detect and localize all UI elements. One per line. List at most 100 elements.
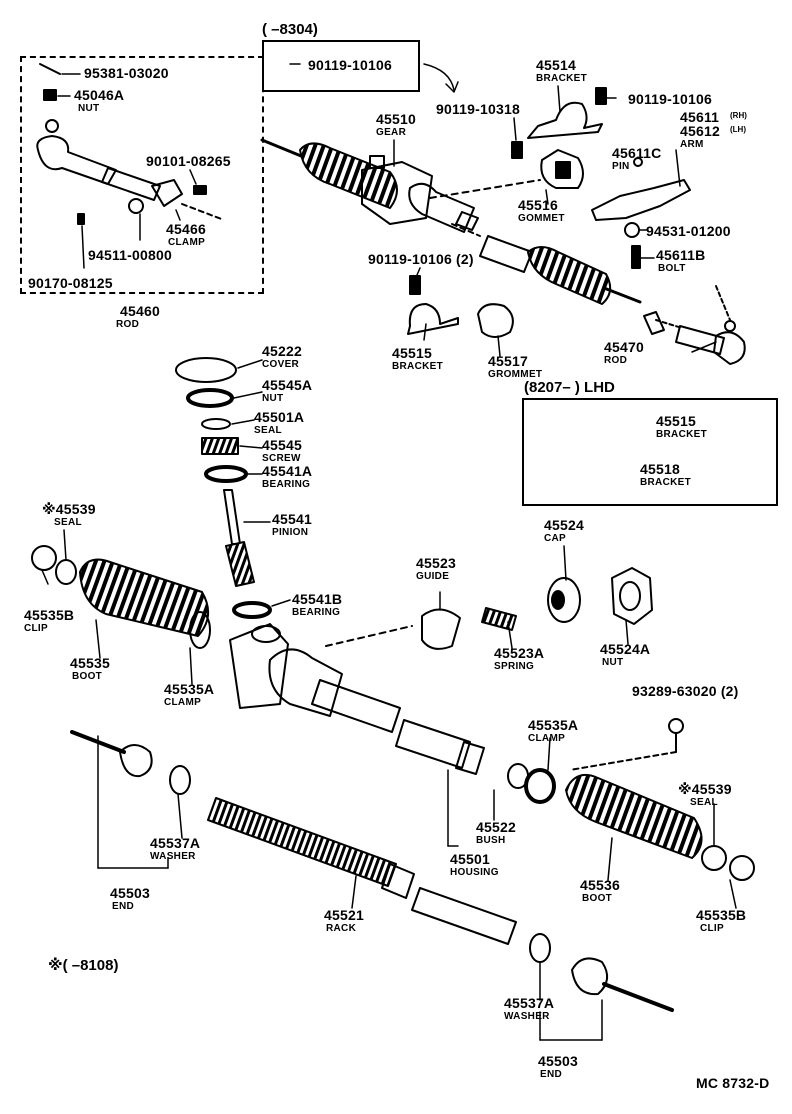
rack-cut	[381, 863, 415, 899]
end-45503-right-group	[529, 933, 674, 1012]
gear-housing-body	[361, 161, 433, 225]
part-45046a-name: NUT	[78, 103, 100, 114]
part-45515-num: 45515	[392, 345, 432, 361]
rack-45521	[207, 797, 517, 945]
rod-adjuster	[643, 311, 665, 335]
leader-dashed	[429, 179, 541, 199]
bracket-45515-group	[407, 275, 514, 338]
part-90101-num: 90101-08265	[146, 153, 231, 169]
part-45515-name: BRACKET	[392, 361, 443, 372]
rod-45460-assembly	[36, 63, 225, 225]
part-45523a-name: SPRING	[494, 661, 535, 672]
leader-dashed	[569, 751, 677, 771]
washer-w-shape	[128, 198, 144, 214]
part-90119c-num: 90119-10106 (2)	[368, 251, 474, 267]
rod-tube-shape	[101, 167, 161, 201]
rack-shaft	[411, 887, 517, 945]
boot-45535-shape	[79, 558, 209, 637]
rack-guide-group	[421, 567, 653, 650]
part-45539-right-num: ※45539	[678, 781, 732, 797]
part-45536-name: BOOT	[582, 893, 613, 904]
part-45611-num: 45611	[680, 109, 720, 125]
part-90119a-num: 90119-10106	[308, 57, 392, 73]
thread-right	[602, 286, 642, 304]
arm-shape	[591, 179, 691, 221]
part-45537a-right-num: 45537A	[504, 995, 555, 1011]
part-45470-name: ROD	[604, 355, 628, 366]
spring-45523a-shape	[481, 607, 517, 631]
part-45545-name: SCREW	[262, 453, 301, 464]
part-45611-sub: (RH)	[730, 111, 747, 120]
part-45535b-right-num: 45535B	[696, 907, 747, 923]
screw-45545-shape	[201, 437, 239, 455]
part-94511-num: 94511-00800	[88, 247, 172, 263]
bracket-45515-shape	[407, 303, 459, 335]
part-45539-left-name: SEAL	[54, 517, 82, 528]
part-45517-num: 45517	[488, 353, 528, 369]
gear-tube	[408, 182, 475, 233]
part-45514-num: 45514	[536, 57, 576, 73]
part-45460-num: 45460	[120, 303, 160, 319]
cap-45524-shape	[547, 577, 581, 623]
part-45537a-right-name: WASHER	[504, 1011, 550, 1022]
part-45541a-name: BEARING	[262, 479, 311, 490]
leader-dashed	[655, 319, 683, 329]
part-45466-num: 45466	[166, 221, 206, 237]
part-45518-name: BRACKET	[640, 477, 691, 488]
tube-cut-end	[455, 211, 479, 231]
part-45466-name: CLAMP	[168, 237, 206, 248]
part-45501a-name: SEAL	[254, 425, 282, 436]
part-45535a-right-num: 45535A	[528, 717, 579, 733]
part-45539-right-name: SEAL	[690, 797, 718, 808]
end-right-ball	[571, 957, 609, 996]
part-45611b-num: 45611B	[656, 247, 706, 263]
guide-45523-shape	[421, 608, 461, 650]
part-45501a-num: 45501A	[254, 409, 305, 425]
part-45514-name: BRACKET	[536, 73, 587, 84]
cover-45222-shape	[175, 357, 237, 383]
part-45518-num: 45518	[640, 461, 680, 477]
nut-45524a-shape	[611, 567, 653, 625]
tie-rod-end-shape	[36, 135, 117, 185]
bracket-45514-group	[511, 87, 607, 189]
bearing-45541a-shape	[204, 465, 248, 483]
nut-90170-shape	[77, 213, 85, 225]
gear-45510-assembly	[260, 138, 541, 233]
part-45516-num: 45516	[518, 197, 558, 213]
washer-94531-shape	[624, 222, 640, 238]
nut-45545a-shape	[186, 388, 234, 408]
leader-dashed	[325, 625, 413, 647]
rack-tube-right	[451, 223, 642, 305]
part-45539-left-num: ※45539	[42, 501, 96, 517]
diagram-code: MC 8732-D	[696, 1075, 770, 1091]
part-45222-num: 45222	[262, 343, 302, 359]
leader-dashed	[715, 285, 731, 321]
part-45503-left-name: END	[112, 901, 135, 912]
part-95381-num: 95381-03020	[84, 65, 169, 81]
pin-45611c-shape	[633, 157, 643, 167]
part-45521-name: RACK	[326, 923, 357, 934]
part-45612-name: ARM	[680, 139, 704, 150]
seal-45539-right-shape	[701, 845, 727, 871]
cotter-pin	[39, 63, 61, 75]
part-45535-name: BOOT	[72, 671, 103, 682]
ball-stud	[724, 320, 736, 332]
seal-45501a-shape	[201, 418, 231, 430]
gommet-45516-shape	[540, 149, 584, 189]
seal-45539-left-shape	[55, 559, 77, 585]
part-45545a-num: 45545A	[262, 377, 313, 393]
part-45545-num: 45545	[262, 437, 302, 453]
clamp-45535a-right-shape	[524, 768, 556, 804]
end-left-ball	[119, 744, 153, 778]
nut-45046a-shape	[43, 89, 57, 101]
part-45611c-num: 45611C	[612, 145, 662, 161]
housing-tube-end	[455, 741, 485, 775]
part-45524a-name: NUT	[602, 657, 624, 668]
part-45541b-num: 45541B	[292, 591, 343, 607]
part-45522-name: BUSH	[476, 835, 506, 846]
tube-section	[479, 235, 533, 273]
clamp-45535a-left-shape	[189, 611, 211, 649]
bolt-90119-10318-shape	[511, 141, 523, 159]
bracket-45514-shape	[527, 101, 603, 139]
